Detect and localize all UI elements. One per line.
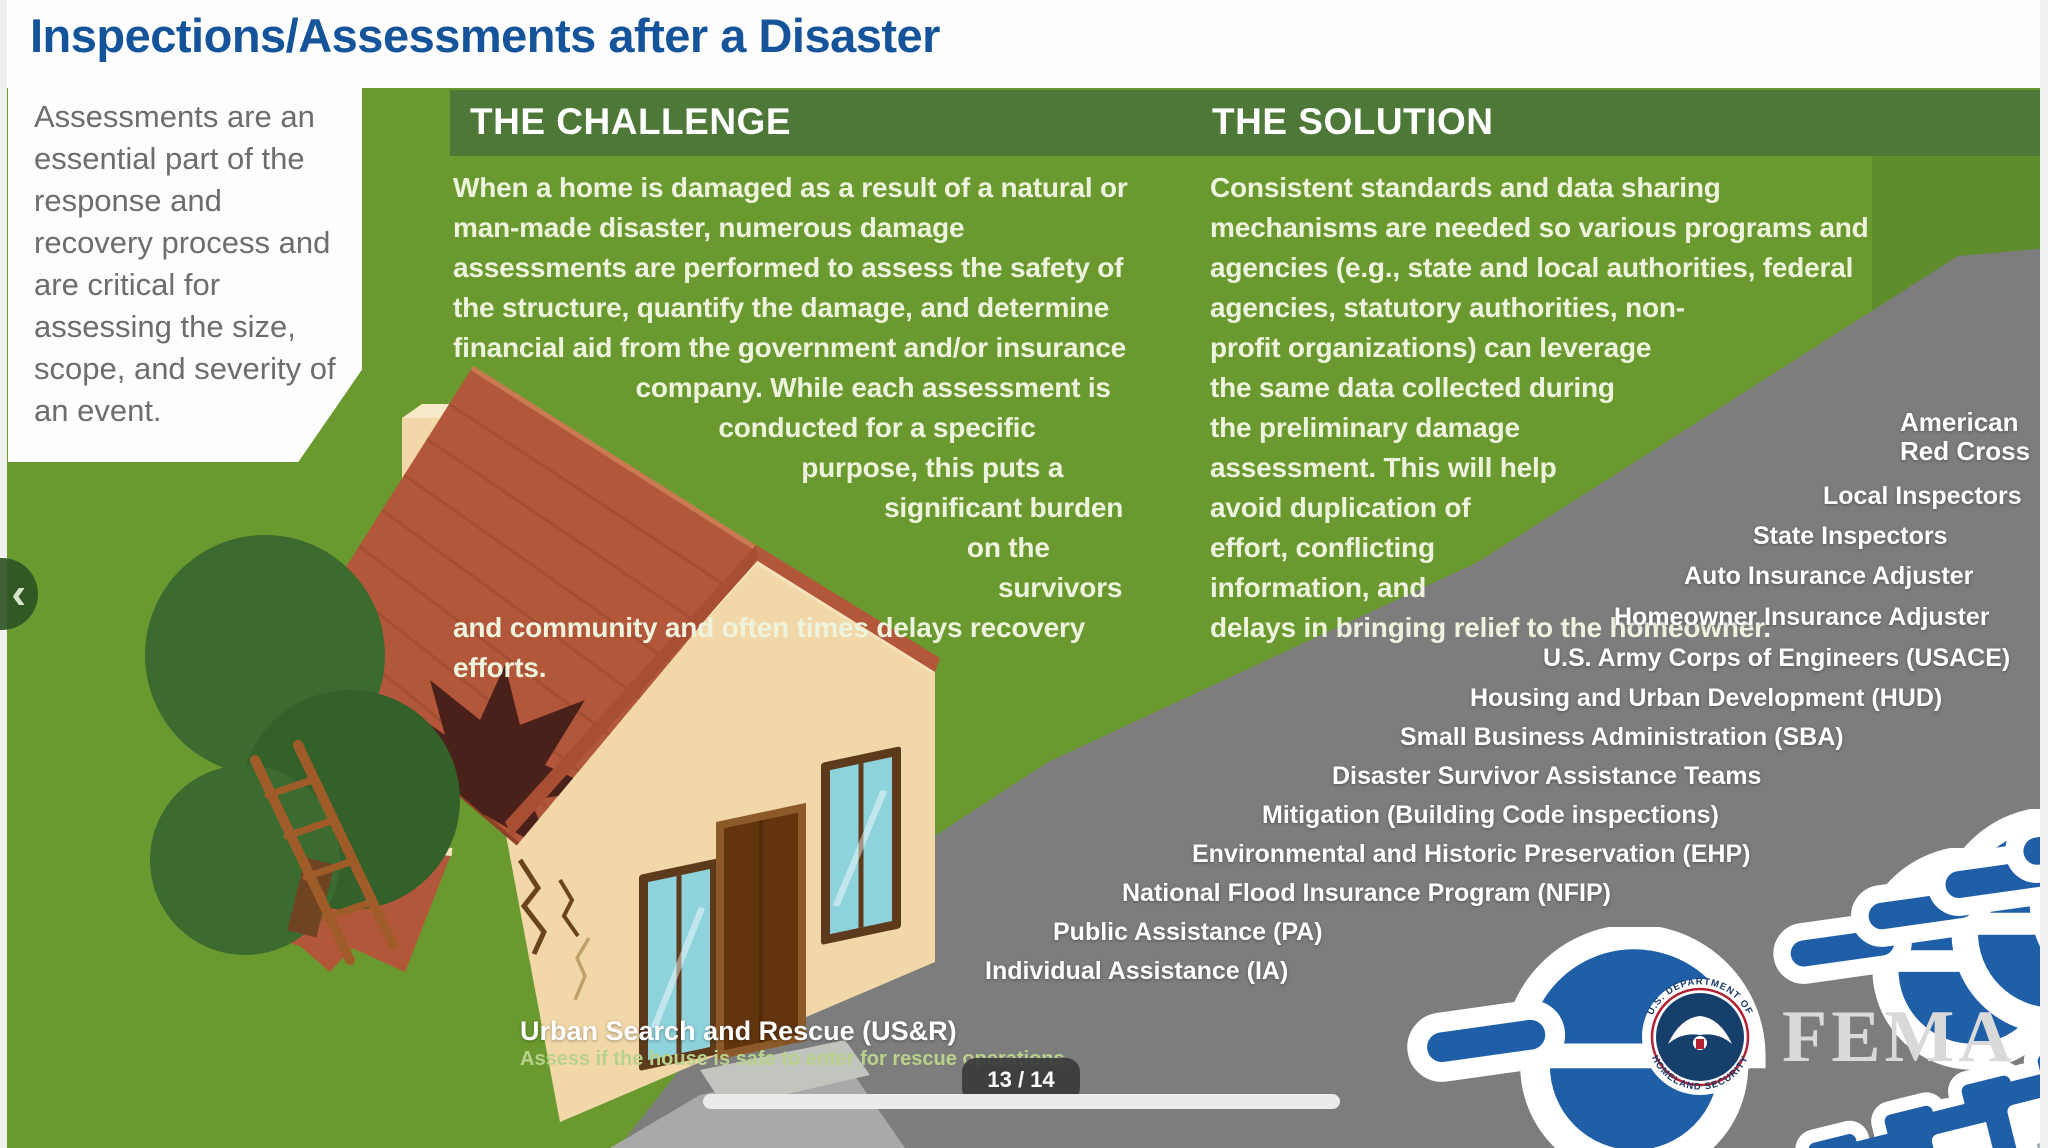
ladder — [250, 740, 398, 965]
challenge-body: When a home is damaged as a result of a … — [453, 168, 1145, 683]
page-title: Inspections/Assessments after a Disaster — [30, 9, 940, 62]
inspector-label-usace: U.S. Army Corps of Engineers (USACE) — [1543, 644, 2011, 672]
inspector-label-ehp: Environmental and Historic Preservation … — [1192, 840, 1751, 868]
door-step — [700, 1040, 870, 1108]
inspector-label-usr: Urban Search and Rescue (US&R) — [520, 1016, 957, 1046]
inspector-label-dsat: Disaster Survivor Assistance Teams — [1332, 762, 1762, 790]
solution-body: Consistent standards and data sharing me… — [1210, 168, 1878, 643]
front-door — [716, 802, 806, 1060]
inspector-label-homeowner-adjuster: Homeowner Insurance Adjuster — [1614, 603, 1990, 631]
challenge-heading: THE CHALLENGE — [470, 101, 791, 142]
inspector-label-hud: Housing and Urban Development (HUD) — [1470, 684, 1943, 712]
fema-wordmark: FEMA — [1782, 996, 2016, 1078]
section-header-band — [450, 90, 2040, 156]
inspector-label-ia: Individual Assistance (IA) — [985, 957, 1289, 985]
inspector-label-nfip: National Flood Insurance Program (NFIP) — [1122, 879, 1611, 907]
intro-callout: Assessments are an essential part of the… — [8, 0, 362, 462]
inspector-label-auto-adjuster: Auto Insurance Adjuster — [1684, 562, 1974, 590]
solution-heading: THE SOLUTION — [1212, 101, 1494, 142]
inspector-label-local: Local Inspectors — [1823, 482, 2022, 510]
inspector-label-pa: Public Assistance (PA) — [1053, 918, 1323, 946]
wall-crack — [517, 858, 547, 956]
inspector-label-red-cross: American Red Cross — [1900, 407, 2031, 466]
chevron-left-icon: ‹ — [11, 569, 26, 618]
wall-crack — [558, 878, 580, 938]
intro-text: Assessments are an essential part of the… — [34, 99, 336, 428]
eagle-icon — [1668, 1016, 1732, 1044]
scrollbar-thumb[interactable] — [703, 1094, 1340, 1109]
window-right — [821, 746, 901, 945]
fema-seal: U.S. DEPARTMENT OF HOMELAND SECURITY — [1642, 976, 1758, 1095]
window-left — [639, 858, 719, 1071]
inspector-label-sba: Small Business Administration (SBA) — [1400, 723, 1844, 751]
wall-crack — [573, 937, 591, 1001]
inspector-sublabel-usr: Assess if the house is safe to enter for… — [520, 1048, 1071, 1070]
right-edge — [2040, 0, 2048, 1148]
inspector-label-state: State Inspectors — [1753, 522, 1948, 550]
road — [618, 248, 2048, 1148]
inspector-label-mitigation: Mitigation (Building Code inspections) — [1262, 801, 1719, 829]
